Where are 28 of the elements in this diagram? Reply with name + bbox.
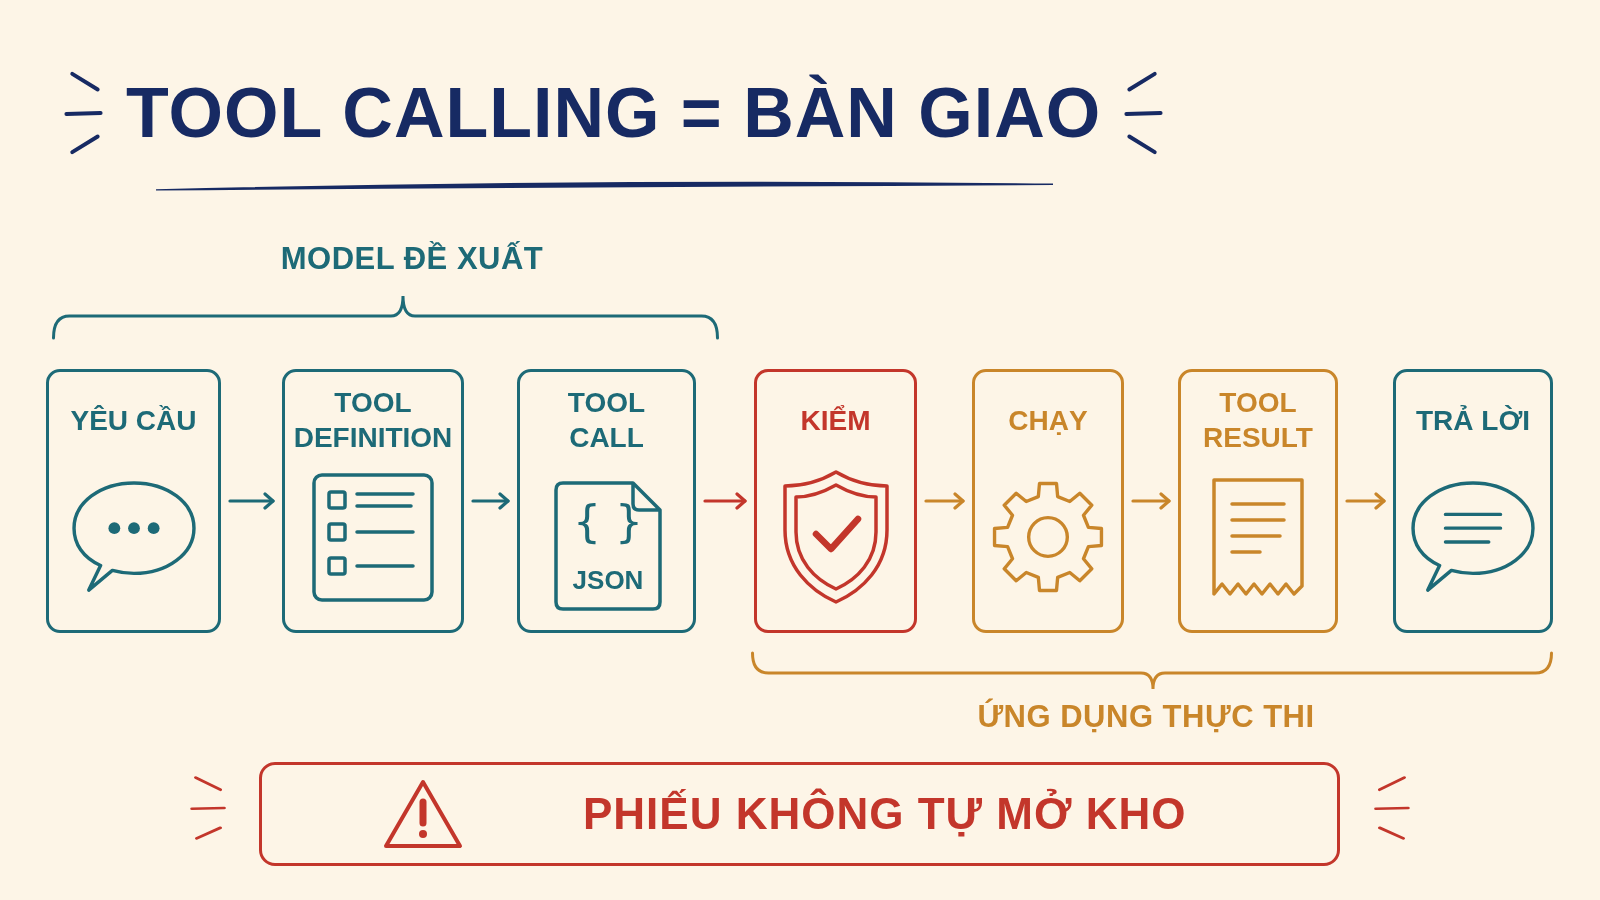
step-card	[282, 369, 464, 633]
step-card	[754, 369, 917, 633]
step-card	[46, 369, 221, 633]
arrow	[1131, 492, 1171, 510]
group-label: MODEL ĐỀ XUẤT	[280, 240, 544, 278]
arrow	[228, 492, 275, 510]
arrow	[924, 492, 965, 510]
warning-text: PHIẾU KHÔNG TỰ MỞ KHO	[583, 787, 1187, 840]
warning-banner	[259, 762, 1340, 866]
title: TOOL CALLING = BÀN GIAO	[126, 72, 1102, 154]
step-title: TOOL DEFINITION	[292, 386, 454, 455]
step-card	[1393, 369, 1553, 633]
step-title: TOOL CALL	[566, 386, 647, 455]
step-title: TOOL RESULT	[1202, 386, 1314, 455]
group-label: ỨNG DỤNG THỰC THI	[977, 698, 1315, 736]
code-braces: { }	[573, 500, 643, 544]
step-title: KIỂM	[800, 403, 871, 438]
step-card	[1178, 369, 1338, 633]
arrow	[1345, 492, 1386, 510]
step-title: CHẠY	[1008, 403, 1088, 438]
step-title: TRẢ LỜI	[1415, 403, 1531, 438]
step-card	[517, 369, 696, 633]
step-card	[972, 369, 1124, 633]
step-title: YÊU CẦU	[70, 403, 197, 438]
format-label: JSON	[572, 566, 644, 596]
arrow	[703, 492, 747, 510]
arrow	[471, 492, 510, 510]
file-shape	[553, 480, 663, 612]
